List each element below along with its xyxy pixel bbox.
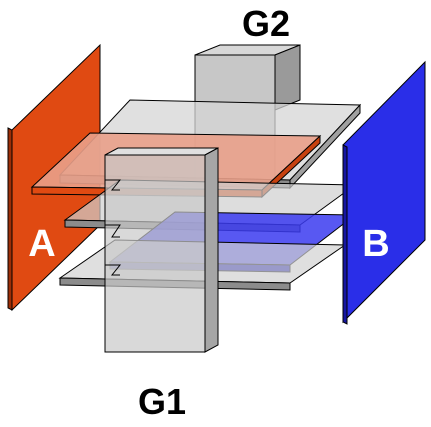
- label-g2: G2: [242, 3, 290, 44]
- electrode-b: [342, 60, 426, 325]
- gate-g1: [104, 147, 219, 353]
- label-g1: G1: [138, 381, 186, 422]
- label-a: A: [28, 223, 55, 265]
- label-b: B: [362, 223, 389, 265]
